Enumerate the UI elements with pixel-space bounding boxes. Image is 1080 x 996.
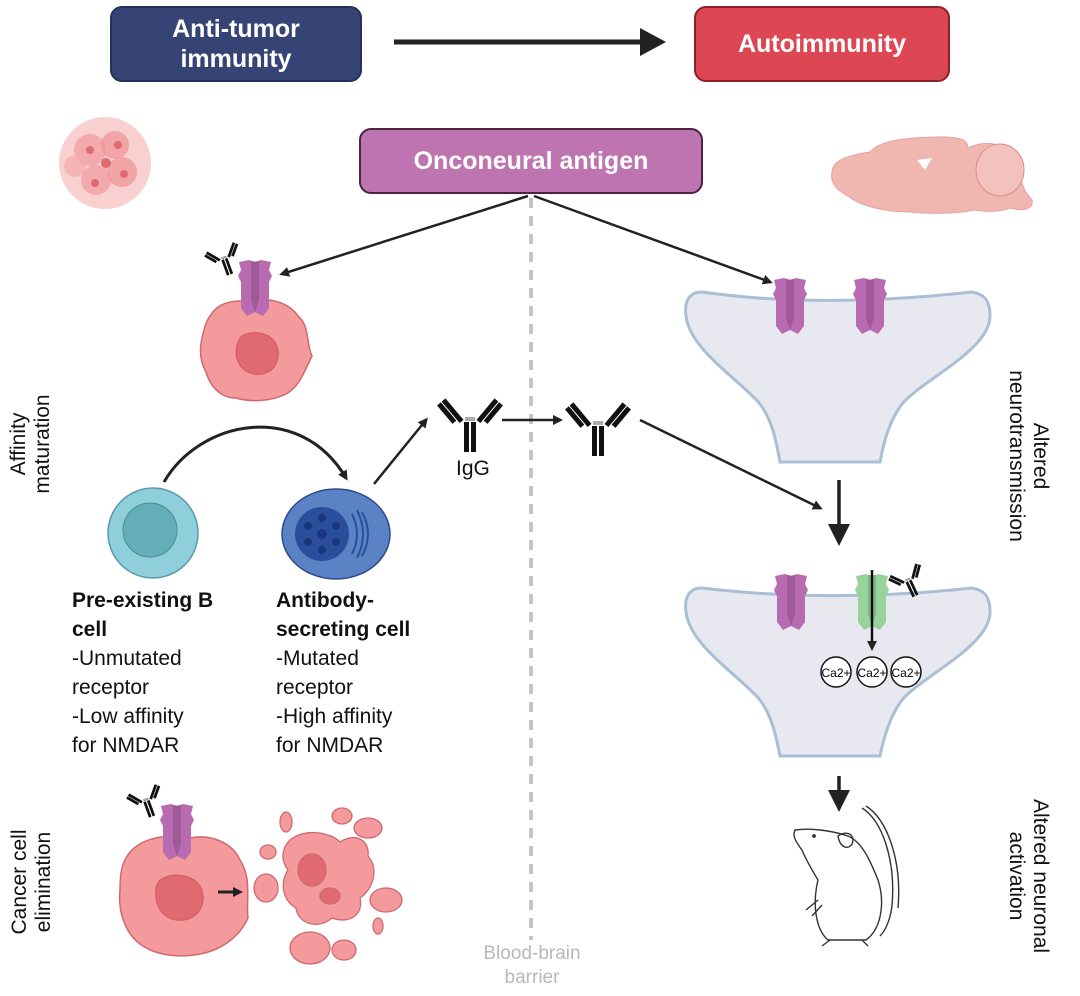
ion-label: Ca2+: [891, 666, 920, 680]
onconeural-antigen-label: Onconeural antigen: [413, 146, 649, 175]
arrow-to-cancer-cell: [279, 194, 529, 277]
anti-tumor-immunity-label: Anti-tumor immunity: [172, 15, 300, 73]
asc-description: Antibody-secreting cell -Mutated recepto…: [276, 586, 446, 760]
nmda-receptor-icon: [774, 574, 808, 630]
ion-label: Ca2+: [821, 666, 850, 680]
cancer-cell-icon: [118, 835, 249, 957]
b-cell-line: -Unmutated: [72, 647, 182, 670]
calcium-ion-icon: Ca2+: [820, 656, 852, 688]
asc-line: for NMDAR: [276, 734, 384, 757]
nmda-receptor-icon: [238, 260, 272, 316]
affinity-maturation-arrow: [162, 425, 348, 483]
brain-icon: [831, 136, 1033, 214]
affinity-maturation-label: Affinity maturation: [7, 394, 54, 494]
antibody-icon: [436, 397, 504, 453]
b-cell-description: Pre-existing B cell -Unmutated receptor …: [72, 586, 232, 760]
nmda-receptor-icon: [160, 804, 194, 860]
b-cell-icon: [107, 487, 199, 579]
calcium-ion-icon: Ca2+: [890, 656, 922, 688]
b-cell-line: receptor: [72, 676, 150, 699]
b-cell-line: for NMDAR: [72, 734, 180, 757]
neuron-terminal-icon: [684, 290, 992, 464]
calcium-ion-icon: Ca2+: [856, 656, 888, 688]
lysed-cell-icon: [253, 807, 403, 965]
plasma-cell-icon: [281, 488, 391, 580]
nmda-receptor-icon: [853, 278, 887, 334]
arrow-to-neuron: [533, 194, 773, 285]
autoimmunity-label: Autoimmunity: [737, 29, 907, 58]
tumor-cluster-icon: [59, 117, 151, 209]
anti-tumor-immunity-box: Anti-tumor immunity: [110, 6, 362, 82]
asc-line: -High affinity: [276, 705, 393, 728]
blood-brain-barrier-label: Blood-brain barrier: [483, 943, 581, 988]
asc-line: receptor: [276, 676, 354, 699]
asc-title: Antibody-secreting cell: [276, 589, 411, 641]
b-cell-title: Pre-existing B cell: [72, 589, 214, 641]
nmda-receptor-icon: [773, 278, 807, 334]
progression-arrowhead: [640, 28, 666, 56]
altered-neuronal-activation-label: Altered neuronal activation: [1005, 798, 1052, 954]
arrow-to-synapse: [639, 418, 823, 510]
mouse-icon: [793, 805, 900, 947]
onconeural-antigen-box: Onconeural antigen: [359, 128, 703, 194]
antibody-icon: [564, 401, 632, 457]
asc-line: -Mutated: [276, 647, 359, 670]
igg-label: IgG: [456, 457, 490, 480]
altered-neurotransmission-label: Altered neurotransmission: [1005, 370, 1052, 542]
secretion-arrow: [373, 417, 428, 485]
autoimmunity-box: Autoimmunity: [694, 6, 950, 82]
ion-label: Ca2+: [857, 666, 886, 680]
cancer-cell-icon: [199, 299, 313, 402]
cancer-cell-elimination-label: Cancer cell elimination: [8, 829, 55, 935]
b-cell-line: -Low affinity: [72, 705, 184, 728]
